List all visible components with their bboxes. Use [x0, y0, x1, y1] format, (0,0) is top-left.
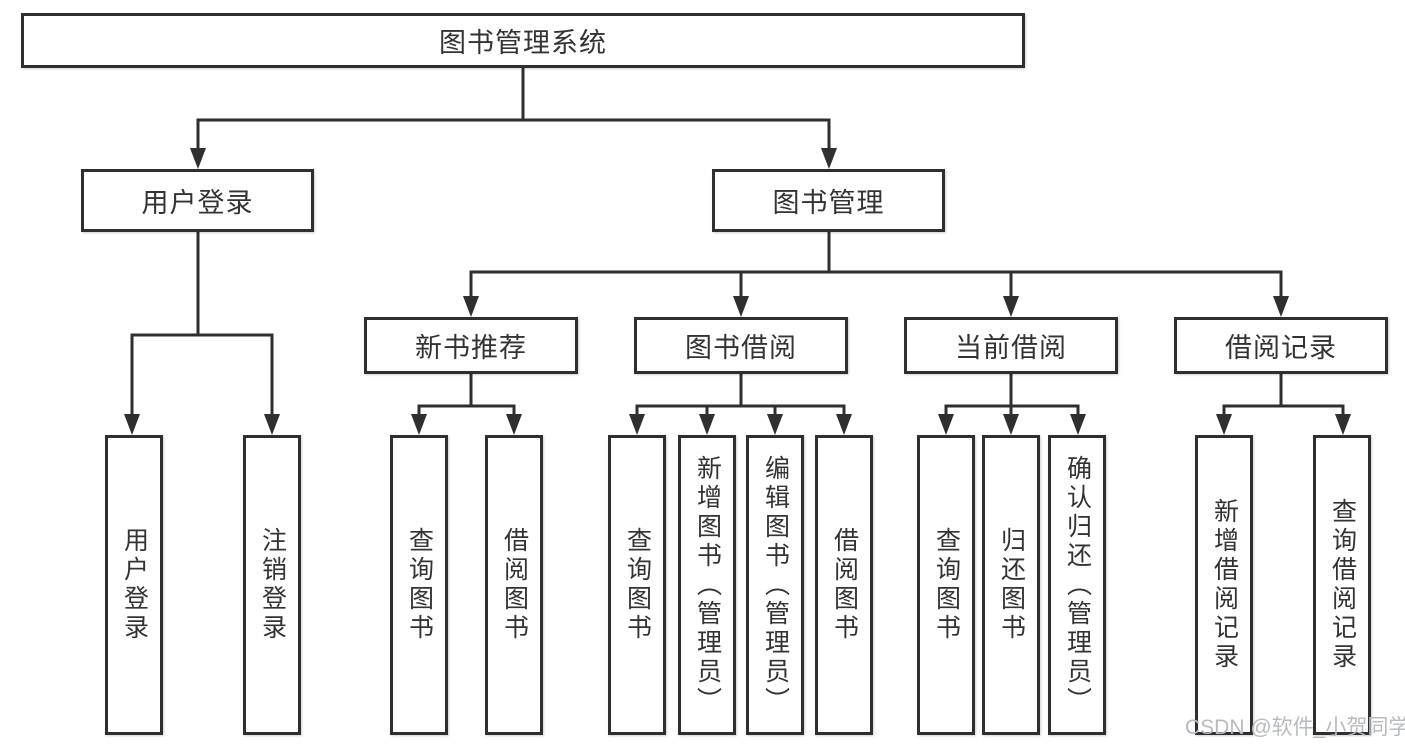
- leaf-borrow-books-borrowing: 借阅图书: [815, 435, 873, 735]
- arrow-icon: [411, 414, 427, 435]
- connector-borrowing-tee: [635, 373, 846, 422]
- node-user-login: 用户登录: [81, 169, 314, 232]
- arrow-icon: [1273, 296, 1289, 317]
- node-new-book-recommend: 新书推荐: [364, 317, 578, 374]
- arrow-icon: [1335, 414, 1351, 435]
- arrow-icon: [938, 414, 954, 435]
- connector-root-tee: [196, 118, 831, 153]
- arrow-icon: [733, 296, 749, 317]
- leaf-query-books-current: 查询图书: [917, 435, 975, 735]
- leaf-edit-books-admin: 编辑图书（管理员）: [746, 435, 804, 735]
- leaf-borrow-books-recommend: 借阅图书: [485, 435, 543, 735]
- arrow-icon: [124, 414, 140, 435]
- leaf-query-borrow-record: 查询借阅记录: [1313, 435, 1371, 735]
- leaf-query-books-borrowing: 查询图书: [608, 435, 666, 735]
- leaf-user-login: 用户登录: [105, 435, 163, 735]
- arrow-icon: [836, 414, 852, 435]
- arrow-icon: [699, 414, 715, 435]
- leaf-return-books: 归还图书: [982, 435, 1040, 735]
- connector-login-tee: [130, 333, 274, 421]
- arrow-icon: [1070, 414, 1086, 435]
- arrow-icon: [190, 148, 206, 169]
- arrow-icon: [629, 414, 645, 435]
- arrow-icon: [821, 148, 837, 169]
- connector-recommend-tee: [417, 373, 516, 422]
- watermark: CSDN @软件_小贺同学: [1185, 716, 1405, 739]
- leaf-confirm-return-admin: 确认归还（管理员）: [1048, 435, 1106, 735]
- arrow-icon: [1003, 414, 1019, 435]
- arrow-icon: [264, 414, 280, 435]
- node-borrow-records: 借阅记录: [1174, 317, 1388, 374]
- leaf-add-books-admin: 新增图书（管理员）: [678, 435, 736, 735]
- arrow-icon: [767, 414, 783, 435]
- arrow-icon: [506, 414, 522, 435]
- arrowheads: [124, 148, 1351, 435]
- connector-mgmt-tee: [469, 270, 1283, 302]
- node-book-borrowing: 图书借阅: [634, 317, 848, 374]
- node-root: 图书管理系统: [21, 13, 1025, 68]
- leaf-add-borrow-record: 新增借阅记录: [1195, 435, 1253, 735]
- leaf-logout-login: 注销登录: [243, 435, 301, 735]
- arrow-icon: [1216, 414, 1232, 435]
- arrow-icon: [463, 296, 479, 317]
- connector-records-tee: [1222, 373, 1345, 422]
- node-book-management: 图书管理: [712, 169, 945, 232]
- arrow-icon: [1003, 296, 1019, 317]
- node-current-borrowing: 当前借阅: [904, 317, 1118, 374]
- leaf-query-books-recommend: 查询图书: [390, 435, 448, 735]
